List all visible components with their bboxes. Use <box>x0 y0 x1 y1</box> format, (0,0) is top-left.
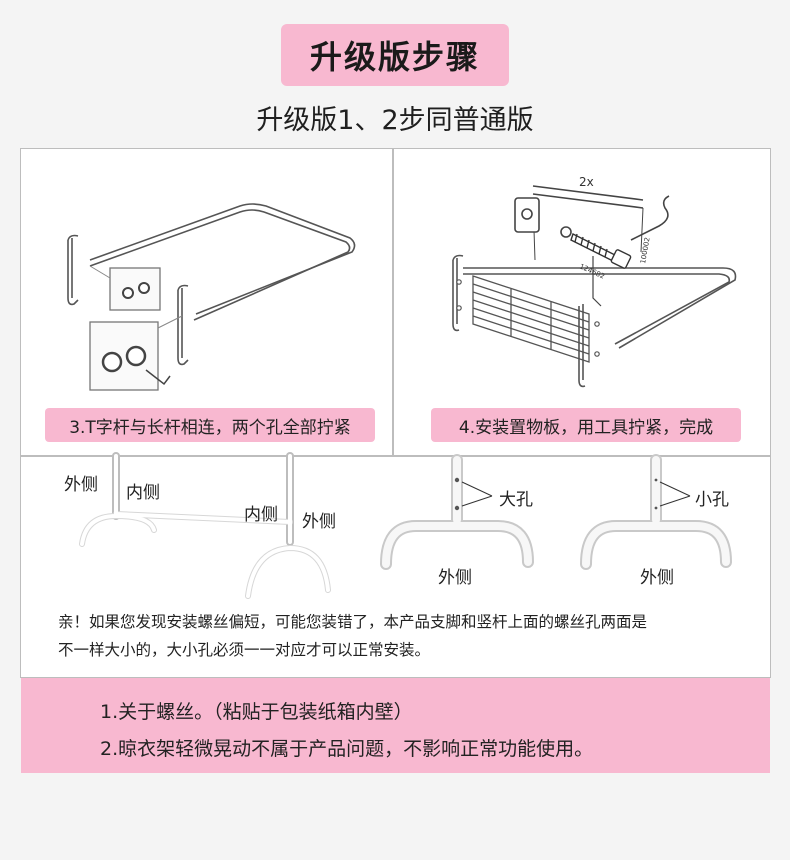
page-title: 升级版步骤 <box>309 38 480 76</box>
small-leg-outer-label: 外侧 <box>640 568 674 588</box>
part-number-a: 124682 <box>578 263 606 281</box>
shelf-board <box>472 275 590 363</box>
washer <box>560 226 572 238</box>
big-hole-label: 大孔 <box>499 490 533 510</box>
inner-left-label: 内侧 <box>126 483 160 503</box>
step3-label: 3.T字杆与长杆相连，两个孔全部拧紧 <box>45 408 375 442</box>
title-banner: 升级版步骤 <box>281 24 509 86</box>
bolt <box>570 233 632 269</box>
outer-right-label: 外侧 <box>302 512 336 532</box>
page-subtitle: 升级版1、2步同普通版 <box>256 105 534 136</box>
small-hole-leg <box>580 454 732 570</box>
step4-label: 4.安装置物板，用工具拧紧，完成 <box>431 408 741 442</box>
notice-line-2: 不一样大小的，大小孔必须一一对应才可以正常安装。 <box>58 641 431 659</box>
big-leg-outer-label: 外侧 <box>438 568 472 588</box>
notice-line-1: 亲！如果您发现安装螺丝偏短，可能您装错了，本产品支脚和竖杆上面的螺丝孔两面是 <box>58 613 648 631</box>
zoom-box-1 <box>109 267 161 311</box>
part-number-b: 100002 <box>639 237 652 265</box>
rack-drawing <box>79 452 331 599</box>
step4-illustration: 2x 124682 100002 <box>452 175 737 388</box>
hole-info-panel <box>20 456 771 678</box>
count-label: 2x <box>579 175 594 189</box>
zoom-box-2 <box>89 321 159 391</box>
step3-illustration <box>67 203 356 391</box>
inner-right-label: 内侧 <box>244 505 278 525</box>
tip-1: 1.关于螺丝。（粘贴于包装纸箱内壁） <box>100 701 413 723</box>
tip-2: 2.晾衣架轻微晃动不属于产品问题，不影响正常功能使用。 <box>100 738 594 760</box>
big-hole-leg <box>380 454 534 570</box>
outer-left-label: 外侧 <box>64 475 98 495</box>
small-hole-label: 小孔 <box>695 490 729 510</box>
step4-panel <box>393 148 771 456</box>
tips-band <box>21 678 770 773</box>
notice-text: 亲！如果您发现安装螺丝偏短，可能您装错了，本产品支脚和竖杆上面的螺丝孔两面是 不… <box>58 608 758 664</box>
step3-panel <box>20 148 393 456</box>
